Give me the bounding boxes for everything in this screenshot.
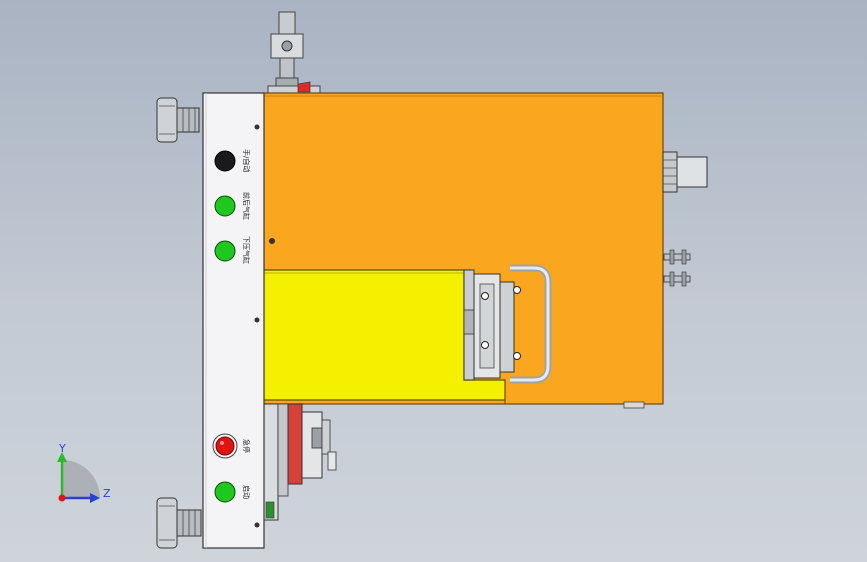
label-manual-auto: 手/自动 <box>242 149 251 172</box>
lower-mechanism <box>263 403 337 521</box>
button-start[interactable] <box>214 481 236 503</box>
label-start: 启动 <box>242 485 251 499</box>
axis-z-label: Z <box>103 487 111 500</box>
button-cylinder-press[interactable] <box>214 240 236 262</box>
label-cylinder-press: 下压气缸 <box>242 236 251 264</box>
knob-top <box>156 97 200 143</box>
label-emergency-stop: 急停 <box>242 439 251 453</box>
control-panel <box>202 92 265 549</box>
air-fitting <box>267 11 321 95</box>
button-manual-auto[interactable] <box>214 150 236 172</box>
knob-bottom <box>156 497 202 549</box>
axis-triad: Y Z <box>57 442 111 503</box>
axis-y-label: Y <box>58 442 66 455</box>
side-bolts <box>663 249 691 287</box>
screw <box>269 238 275 244</box>
emergency-stop-button[interactable] <box>212 433 238 459</box>
button-cylinder-front-back[interactable] <box>214 195 236 217</box>
handle-assembly <box>463 264 552 384</box>
label-cylinder-front-back: 前后气缸 <box>242 192 251 220</box>
side-connector <box>662 151 708 193</box>
